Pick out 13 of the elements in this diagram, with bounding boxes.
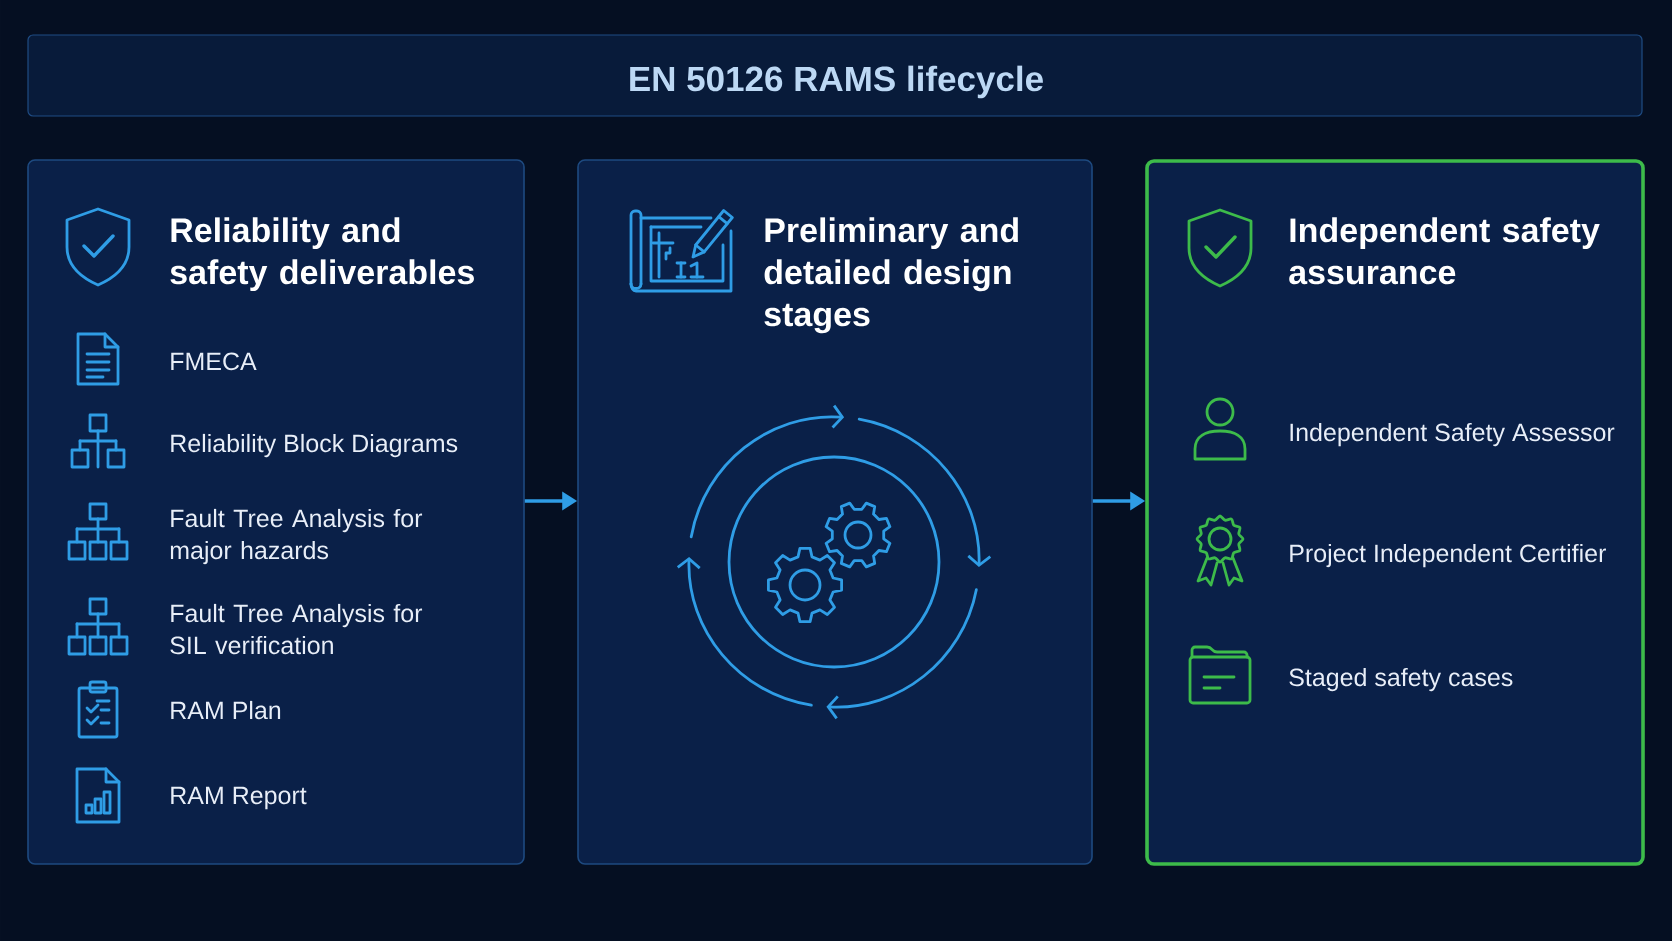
list-item-text: Fault Tree Analysis for major hazards [170, 508, 423, 565]
list-item-text: Staged safety cases [1289, 667, 1513, 692]
list-item-text: Independent Safety Assessor [1290, 422, 1615, 447]
heading: Reliability and safety deliverables [170, 217, 474, 292]
list-item-text: FMECA [171, 352, 257, 371]
list-item-text: Project Independent Certifier [1290, 543, 1606, 568]
heading: Preliminary and detailed design stages [764, 217, 1018, 334]
list-item-text: RAM Plan [171, 700, 281, 720]
heading: Independent safety assurance [1289, 217, 1600, 285]
list-item-text: Fault Tree Analysis for SIL verification [170, 603, 423, 655]
title-bar: EN 50126 RAMS lifecycle [27, 34, 1643, 117]
list-item-text: RAM Report [171, 786, 307, 810]
list-item-text: Reliability Block Diagrams [171, 433, 458, 458]
